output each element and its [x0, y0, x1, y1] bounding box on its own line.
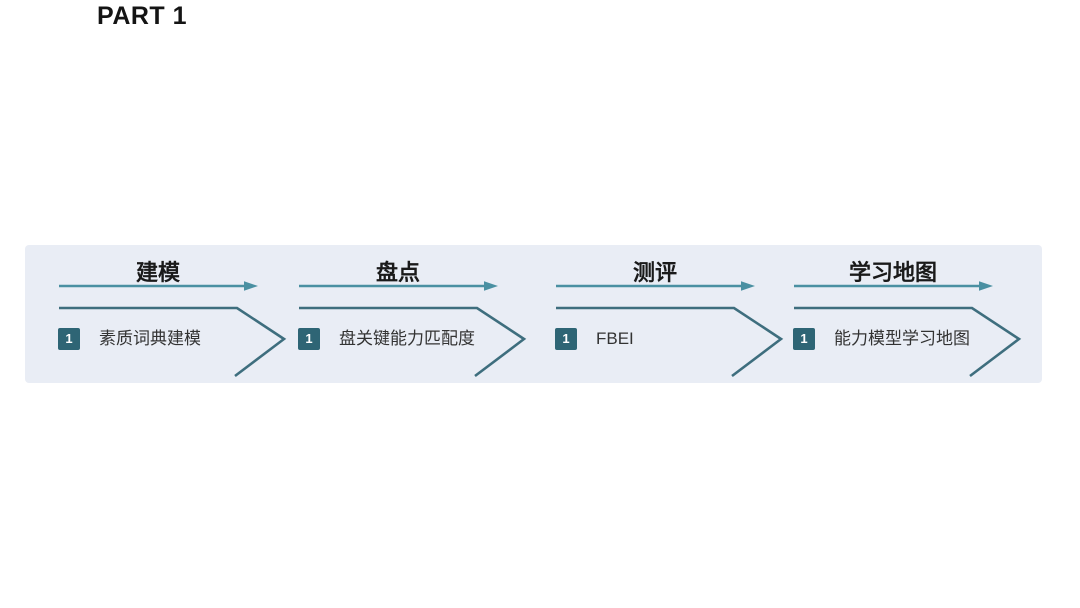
chevron-shape — [59, 306, 287, 378]
step-number-badge: 1 — [555, 328, 577, 350]
process-step-4: 学习地图 1 能力模型学习地图 — [793, 245, 1022, 383]
forward-arrow-icon — [556, 281, 755, 291]
step-label: FBEI — [596, 329, 634, 348]
step-title: 建模 — [135, 260, 180, 285]
chevron-shape — [299, 306, 527, 378]
step-title: 盘点 — [375, 260, 420, 285]
chevron-shape — [794, 306, 1022, 378]
process-step-2: 盘点 1 盘关键能力匹配度 — [298, 245, 527, 383]
step-number-badge: 1 — [58, 328, 80, 350]
process-step-1: 建模 1 素质词典建模 — [58, 245, 287, 383]
step-label: 盘关键能力匹配度 — [339, 329, 475, 348]
page-title: PART 1 — [97, 2, 188, 30]
step-label: 能力模型学习地图 — [834, 329, 970, 348]
step-title: 测评 — [632, 260, 677, 285]
process-step-3: 测评 1 FBEI — [555, 245, 784, 383]
step-label: 素质词典建模 — [99, 329, 201, 348]
process-band: 建模 1 素质词典建模 盘点 1 盘关键能力匹配度 — [25, 245, 1042, 383]
forward-arrow-icon — [59, 281, 258, 291]
chevron-shape — [556, 306, 784, 378]
step-title: 学习地图 — [848, 260, 937, 285]
step-number-badge: 1 — [298, 328, 320, 350]
step-number-badge: 1 — [793, 328, 815, 350]
forward-arrow-icon — [794, 281, 993, 291]
forward-arrow-icon — [299, 281, 498, 291]
